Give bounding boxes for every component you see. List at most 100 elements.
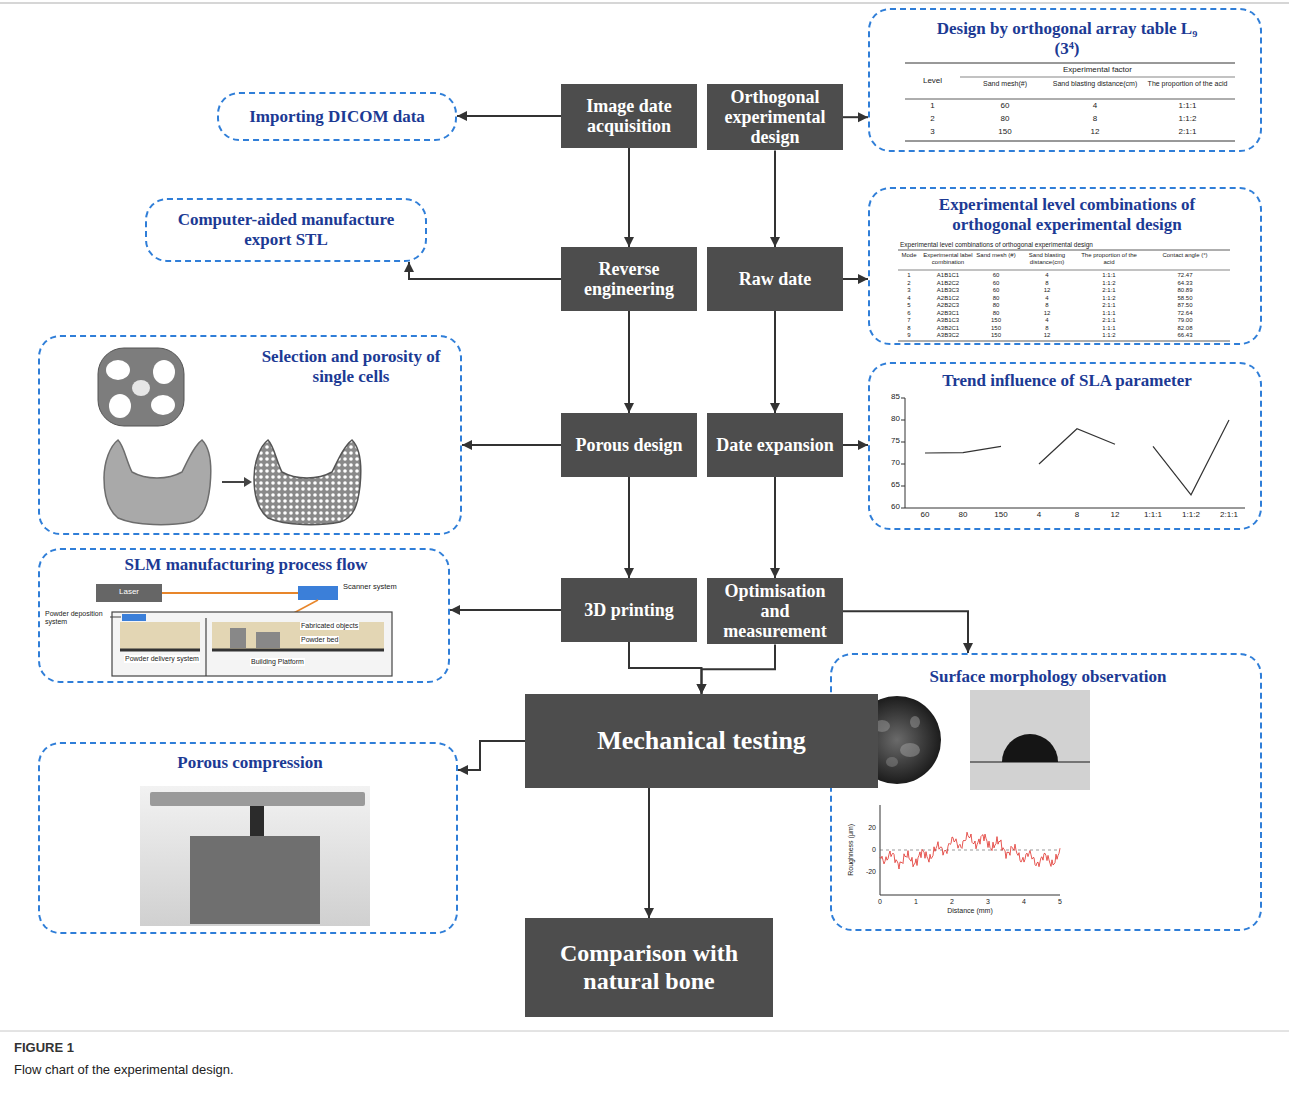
slm-figure-part	[120, 622, 200, 650]
table-lines-part	[898, 270, 1230, 271]
box-label: Image date acquisition	[567, 96, 691, 136]
table-cell: 7	[898, 317, 920, 324]
axis-tick: 65	[878, 481, 900, 490]
table-cell: 80.89	[1140, 287, 1230, 294]
mandible-figure	[104, 440, 361, 525]
axis-tick: 150	[982, 511, 1020, 520]
axis-tick: 1:1:2	[1172, 511, 1210, 520]
table-cell: 4	[898, 295, 920, 302]
axis-tick: 20	[858, 824, 876, 832]
slm-figure-part	[96, 584, 162, 602]
trend-chart	[901, 398, 1245, 508]
table-cell: 2	[898, 280, 920, 287]
process-box: Optimisation and measurement	[707, 578, 843, 644]
table-cell: 150	[976, 332, 1016, 339]
axis-tick: 80	[944, 511, 982, 520]
unit-cell-figure-part	[153, 360, 175, 384]
table-cell: 4	[1016, 272, 1078, 279]
table-cell: 12	[1016, 287, 1078, 294]
table-cell: A1B2C2	[920, 280, 976, 287]
table-cell: 2:1:1	[1078, 317, 1140, 324]
box-label: Comparison with natural bone	[535, 940, 763, 995]
axis-tick: 12	[1096, 511, 1134, 520]
callout-title: Trend influence of SLA parameter	[900, 371, 1234, 391]
callout-title: SLM manufacturing process flow	[70, 555, 422, 575]
callout-title: Surface morphology observation	[862, 667, 1234, 687]
trend-chart-part	[901, 486, 905, 487]
table-cell: 80	[976, 295, 1016, 302]
table-cell: 4	[1016, 317, 1078, 324]
table-cell: 60	[976, 272, 1016, 279]
sem-image-part	[910, 716, 920, 728]
table-lines-part	[898, 250, 1230, 251]
callout-box: Experimental level combinations of ortho…	[868, 187, 1262, 345]
arrow-head	[644, 908, 654, 918]
roughness-chart-part	[880, 832, 1060, 869]
table-cell: 1	[905, 102, 960, 111]
table-cell: 5	[898, 302, 920, 309]
trend-chart-part	[905, 398, 906, 508]
rule-lines-part	[0, 2, 1289, 4]
arrow-head	[462, 440, 472, 450]
unit-cell-figure-part	[109, 394, 131, 418]
axis-tick: 85	[878, 393, 900, 402]
table-header: Sand blasting distance(cm)	[1016, 252, 1078, 265]
table-cell: 8	[1050, 115, 1140, 124]
callout-box: Computer-aided manufacture export STL	[145, 198, 427, 262]
axis-tick: 2	[942, 898, 962, 906]
table-cell: A1B3C3	[920, 287, 976, 294]
callout-box: Selection and porosity of single cells	[38, 335, 462, 535]
table-cell: A1B1C1	[920, 272, 976, 279]
contact-angle-image-part	[970, 690, 1090, 790]
table-cell: 64.33	[1140, 280, 1230, 287]
table-lines-part	[898, 341, 1230, 342]
connector	[628, 148, 630, 247]
axis-title: Distance (mm)	[920, 907, 1020, 915]
laser-label: Laser	[96, 588, 162, 597]
compression-photo-part	[140, 786, 370, 926]
trend-chart-part	[925, 446, 1001, 453]
process-box: Porous design	[561, 413, 697, 477]
diagram-label: Powder bed	[300, 636, 339, 644]
table-cell: 66.43	[1140, 332, 1230, 339]
table-cell: 150	[976, 317, 1016, 324]
roughness-chart-part	[880, 850, 1060, 851]
table-cell: A2B1C2	[920, 295, 976, 302]
trend-chart-part	[901, 508, 905, 509]
callout-title: Design by orthogonal array table L₉ (3⁴)	[930, 19, 1204, 58]
table-lines-part	[905, 141, 1235, 142]
table-cell: 8	[1016, 280, 1078, 287]
connector	[628, 477, 630, 578]
table-cell: 8	[1016, 302, 1078, 309]
slm-figure-part	[122, 614, 146, 621]
table-header: Contact angle (°)	[1140, 252, 1230, 259]
compression-photo-part	[250, 806, 264, 836]
table-cell: 3	[905, 128, 960, 137]
diagram-label: Fabricated objects	[300, 622, 359, 630]
mandible-figure-part	[254, 440, 361, 525]
unit-cell-figure-part	[132, 380, 150, 396]
table-header: Sand blasting distance(cm)	[1050, 80, 1140, 88]
axis-tick: 60	[878, 503, 900, 512]
table-cell: 1:1:2	[1140, 115, 1235, 124]
table-cell: 1	[898, 272, 920, 279]
axis-tick: 8	[1058, 511, 1096, 520]
callout-title: Experimental level combinations of ortho…	[900, 195, 1234, 234]
box-label: Date expansion	[716, 435, 834, 455]
table-title: Experimental level combinations of ortho…	[900, 241, 1230, 248]
table-cell: 150	[960, 128, 1050, 137]
compression-photo-part	[150, 792, 365, 806]
arrow-head	[404, 262, 414, 272]
compression-photo-part	[190, 836, 320, 924]
axis-tick: 0	[858, 846, 876, 854]
figure-caption: Flow chart of the experimental design.	[14, 1063, 914, 1077]
mandible-figure-part	[104, 440, 211, 525]
slm-figure-part	[112, 612, 392, 676]
contact-angle-image	[970, 690, 1090, 790]
trend-chart-part	[1153, 420, 1229, 495]
table-cell: A2B2C3	[920, 302, 976, 309]
table-cell: 12	[1016, 310, 1078, 317]
figure-number: FIGURE 1	[14, 1041, 214, 1055]
callout-title: Computer-aided manufacture export STL	[159, 210, 413, 249]
slm-figure-part	[120, 649, 200, 652]
